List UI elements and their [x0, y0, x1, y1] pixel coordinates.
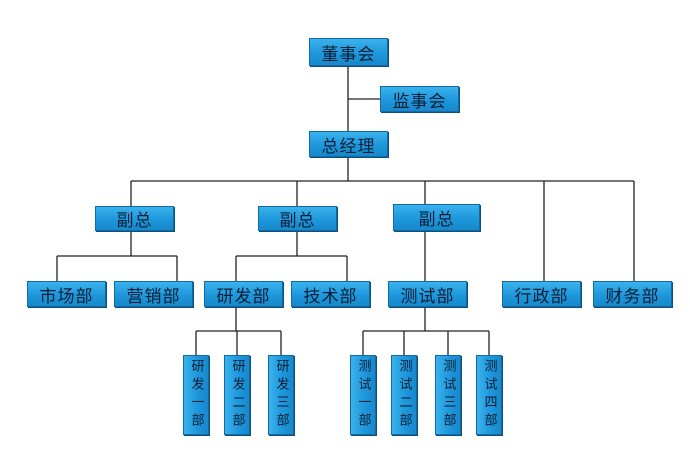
node-test-1: 测试一部: [350, 355, 376, 435]
node-vp-1: 副总: [95, 206, 174, 231]
node-finance-dept: 财务部: [593, 281, 672, 307]
node-test-dept: 测试部: [388, 281, 467, 307]
node-vp-3: 副总: [393, 204, 480, 231]
node-rnd-dept: 研发部: [204, 281, 283, 307]
node-test-2: 测试二部: [391, 355, 417, 435]
node-supervisors: 监事会: [380, 86, 459, 112]
node-admin-dept: 行政部: [502, 281, 581, 307]
node-vp-2: 副总: [258, 206, 337, 231]
node-rnd-1: 研发一部: [183, 355, 209, 435]
node-tech-dept: 技术部: [291, 281, 370, 307]
node-market-dept: 市场部: [27, 281, 106, 307]
node-rnd-3: 研发三部: [268, 355, 294, 435]
node-board: 董事会: [309, 38, 388, 66]
node-rnd-2: 研发二部: [224, 355, 250, 435]
node-general-manager: 总经理: [309, 131, 388, 157]
node-test-4: 测试四部: [476, 355, 502, 435]
node-sales-dept: 营销部: [114, 281, 193, 307]
node-test-3: 测试三部: [435, 355, 461, 435]
